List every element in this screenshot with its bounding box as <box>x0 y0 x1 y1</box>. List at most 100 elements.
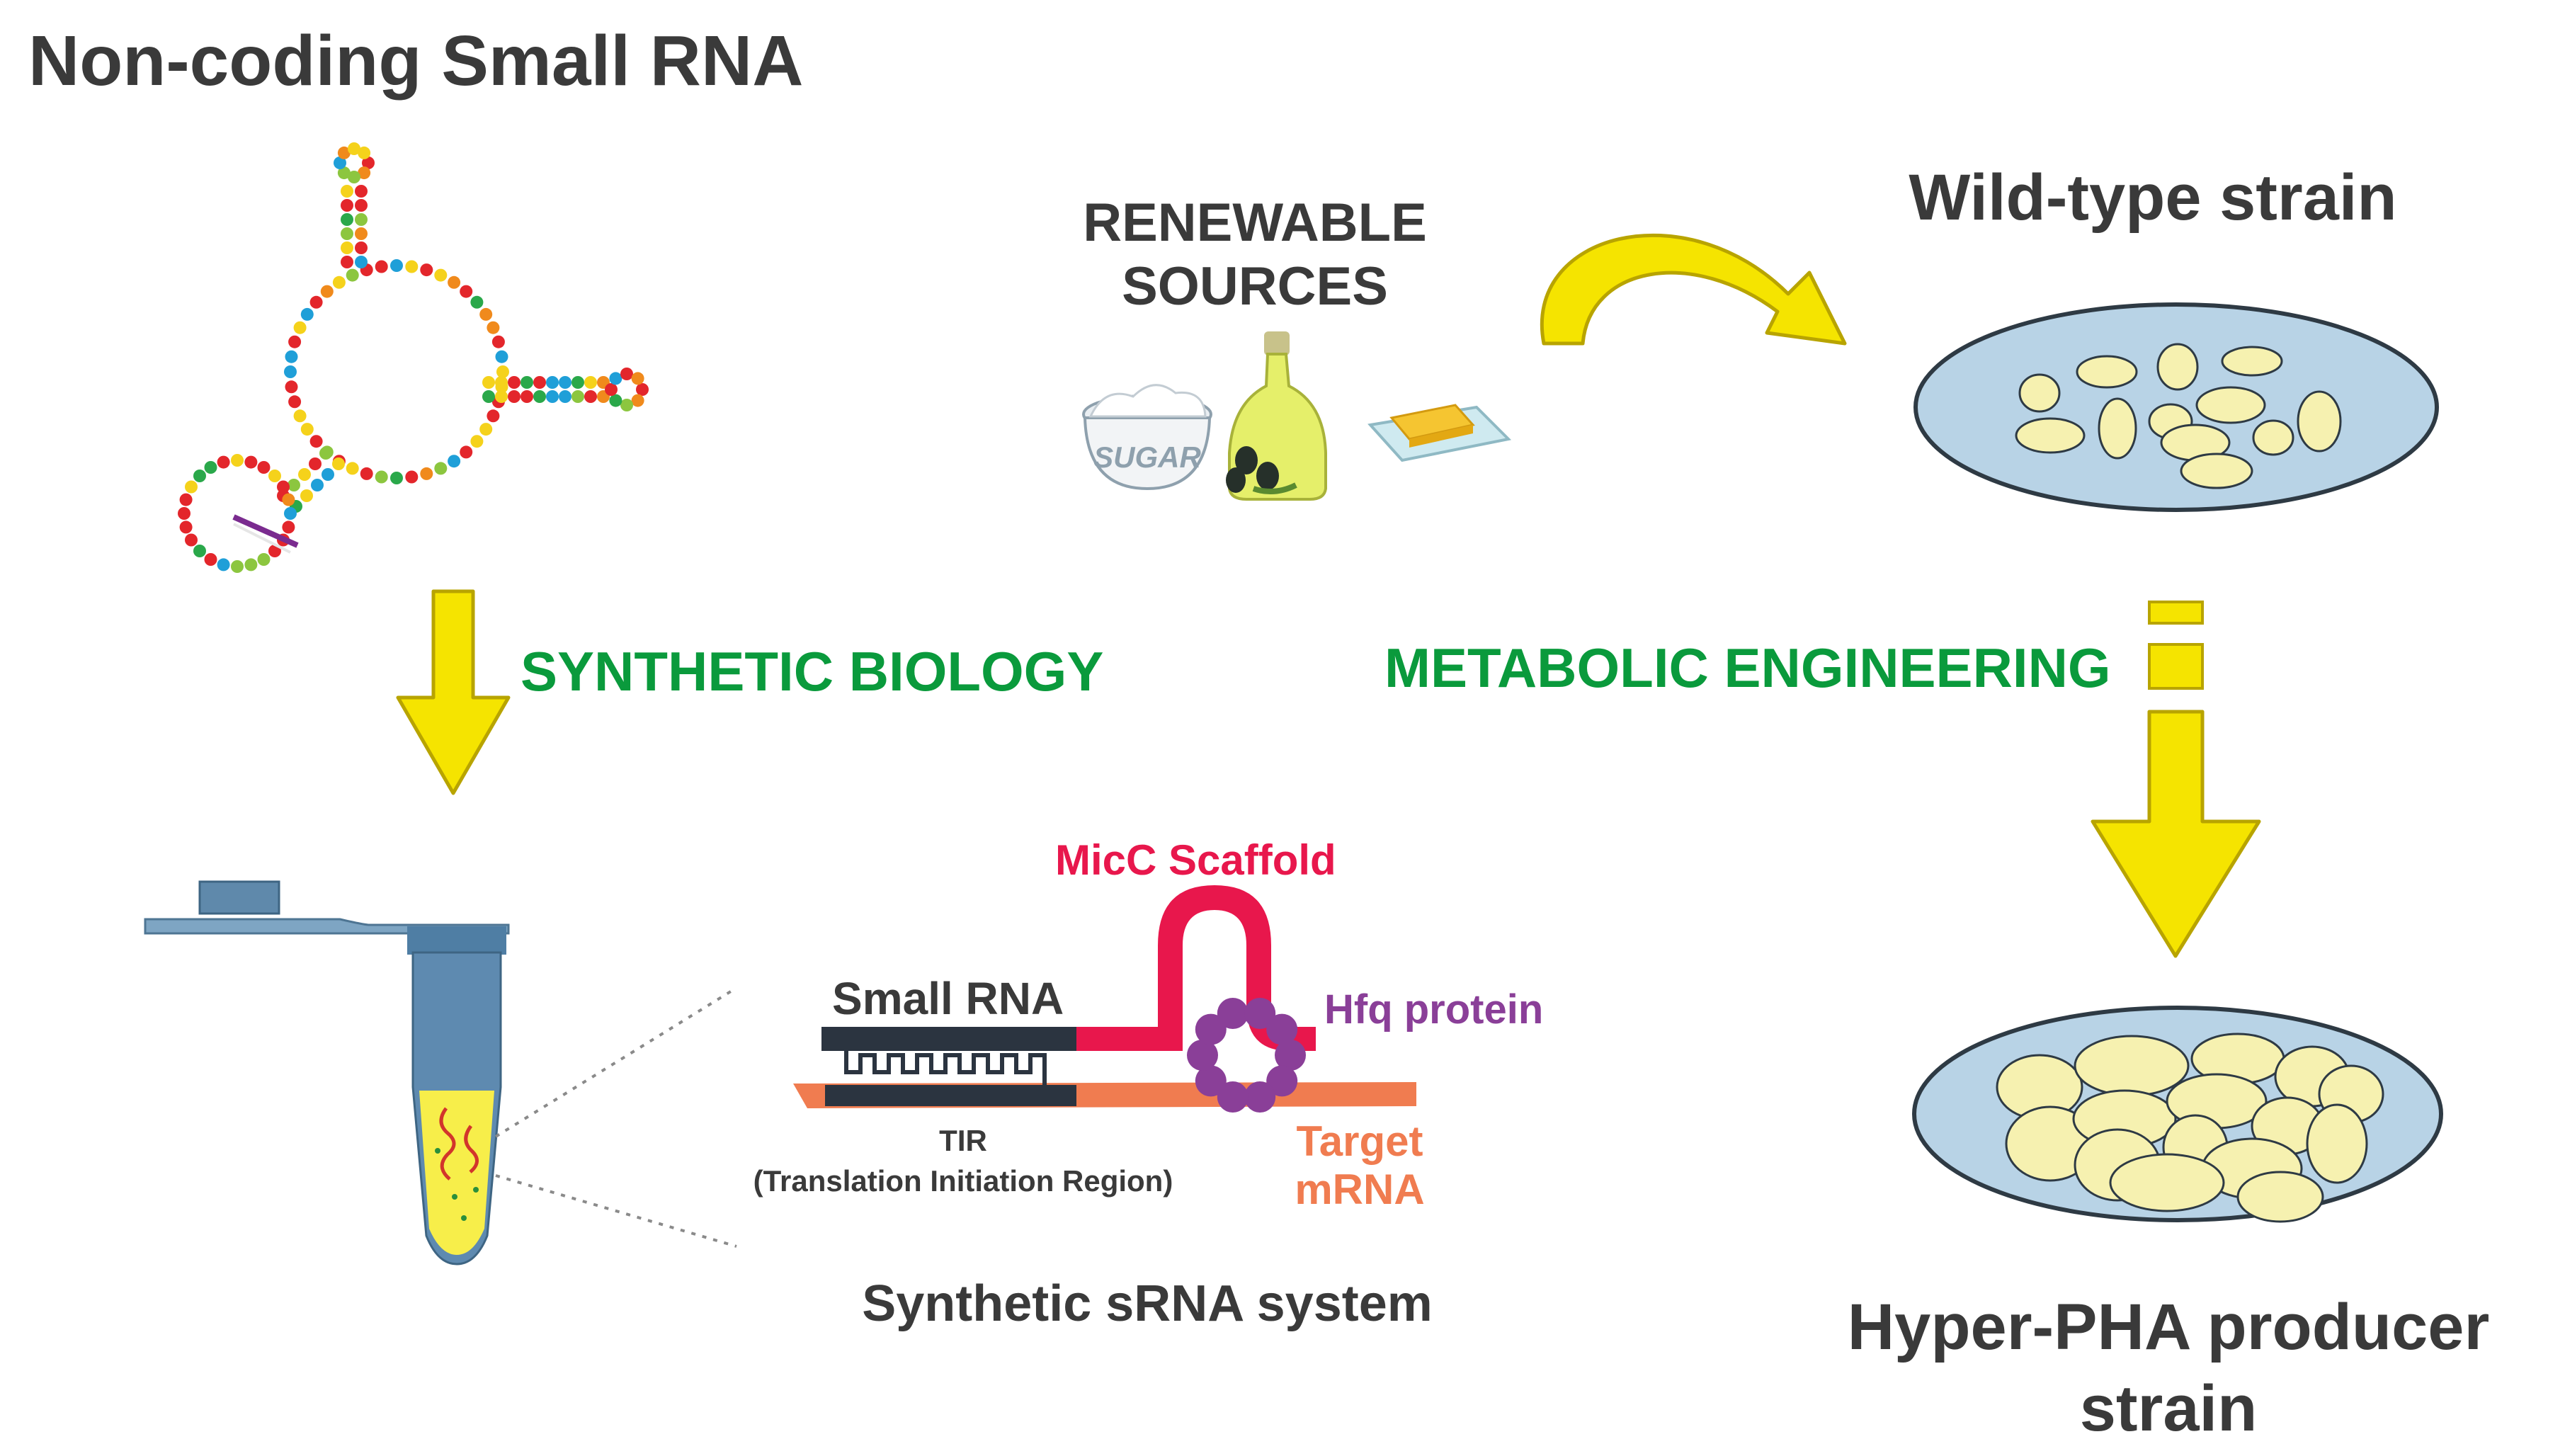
nucleotide <box>193 545 206 557</box>
nucleotide <box>521 376 533 389</box>
nucleotide <box>300 489 313 502</box>
nucleotide <box>332 457 345 470</box>
nucleotide <box>460 445 473 459</box>
nucleotide <box>282 521 295 534</box>
nucleotide <box>179 521 193 534</box>
nucleotide <box>495 376 508 389</box>
pha-granule <box>2195 386 2266 424</box>
nucleotide <box>491 335 505 348</box>
nucleotide <box>620 399 633 411</box>
nucleotide <box>358 166 371 180</box>
nucleotide <box>341 213 353 226</box>
nucleotide <box>217 558 230 571</box>
metabolic-engineering-label: METABOLIC ENGINEERING <box>1384 637 2111 699</box>
pha-granule <box>2306 1103 2368 1184</box>
nucleotide <box>584 390 597 403</box>
nucleotide <box>584 376 597 389</box>
nucleotide <box>268 470 281 482</box>
nucleotide <box>341 241 353 254</box>
page-title: Non-coding Small RNA <box>28 21 803 101</box>
pha-granule <box>2156 343 2199 391</box>
pha-granule <box>2098 397 2137 460</box>
nucleotide <box>546 390 559 403</box>
nucleotide <box>487 409 500 423</box>
nucleotide <box>533 390 546 403</box>
hfq-subunit <box>1266 1065 1298 1097</box>
pha-granule <box>2297 390 2342 453</box>
nucleotide <box>479 307 493 321</box>
nucleotide <box>185 480 198 494</box>
nucleotide <box>495 390 508 403</box>
nucleotide <box>355 213 368 226</box>
nucleotide <box>178 507 190 520</box>
target-label-line2: mRNA <box>1295 1166 1424 1213</box>
nucleotide <box>341 185 353 198</box>
nucleotide <box>362 157 375 169</box>
nucleotide <box>300 423 314 436</box>
nucleotide <box>320 285 334 298</box>
nucleotide <box>288 395 302 409</box>
renewable-label-line2: SOURCES <box>1122 256 1388 317</box>
rna-structure-illustration <box>178 142 649 573</box>
butter-icon <box>1367 404 1512 462</box>
nucleotide <box>620 368 633 380</box>
hfq-subunit <box>1195 1013 1227 1045</box>
nucleotide <box>311 479 324 491</box>
nucleotide <box>337 146 351 159</box>
nucleotide <box>346 268 359 282</box>
nucleotide <box>284 507 297 520</box>
sugar-bowl-label: SUGAR <box>1093 440 1201 474</box>
nucleotide <box>470 435 484 448</box>
nucleotide <box>268 545 281 557</box>
nucleotide <box>204 553 217 566</box>
nucleotide <box>309 295 323 309</box>
metabolic-engineering-arrow <box>2091 601 2261 958</box>
nucleotide <box>334 157 346 169</box>
hfq-subunit <box>1275 1040 1306 1071</box>
nucleotide <box>559 390 571 403</box>
nucleotide <box>244 558 258 571</box>
nucleotide <box>355 241 368 254</box>
nucleotide <box>277 480 290 494</box>
hfq-subunit <box>1217 1081 1249 1113</box>
wild-type-petri-dish <box>1913 302 2439 512</box>
nucleotide <box>293 321 307 334</box>
hyper-pha-petri-dish <box>1912 1006 2443 1223</box>
hyper-pha-label-line2: strain <box>2080 1372 2258 1445</box>
nucleotide <box>405 260 419 273</box>
nucleotide <box>470 295 484 309</box>
nucleotide <box>533 376 546 389</box>
nucleotide <box>496 365 509 378</box>
nucleotide <box>288 335 302 348</box>
nucleotide <box>559 376 571 389</box>
hfq-subunit <box>1217 998 1249 1029</box>
nucleotide <box>448 275 461 289</box>
nucleotide <box>375 260 388 273</box>
nucleotide <box>231 454 244 467</box>
srna-system-caption: Synthetic sRNA system <box>862 1275 1433 1332</box>
pha-granule <box>2074 1035 2190 1097</box>
nucleotide <box>341 256 353 268</box>
nucleotide <box>358 146 371 159</box>
nucleotide <box>285 380 298 394</box>
hfq-subunit <box>1266 1013 1298 1045</box>
pha-granule <box>2109 1153 2225 1212</box>
nucleotide <box>508 376 521 389</box>
pha-granule <box>2221 346 2283 377</box>
nucleotide <box>479 423 493 436</box>
curved-arrow-to-wild-type <box>1540 233 1847 346</box>
nucleotide <box>434 462 448 475</box>
nucleotide <box>300 307 314 321</box>
nucleotide <box>631 394 644 407</box>
pha-granule <box>2015 417 2086 454</box>
nucleotide <box>605 383 618 396</box>
nucleotide <box>319 447 332 460</box>
nucleotide <box>495 350 508 363</box>
nucleotide <box>322 468 334 481</box>
hfq-protein-label: Hfq protein <box>1324 986 1543 1033</box>
nucleotide <box>282 493 295 506</box>
nucleotide <box>571 390 584 403</box>
nucleotide <box>204 461 217 474</box>
pha-granule <box>2076 355 2138 389</box>
nucleotide <box>298 468 311 481</box>
